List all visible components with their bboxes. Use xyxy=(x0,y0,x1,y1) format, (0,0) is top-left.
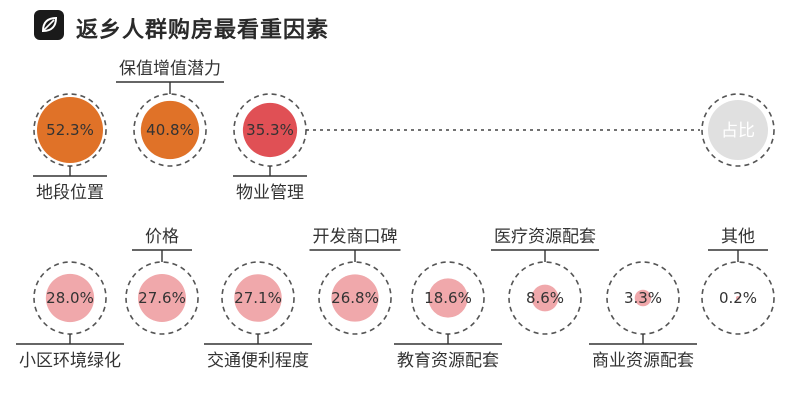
value-label: 26.8% xyxy=(331,289,379,307)
category-label: 商业资源配套 xyxy=(592,351,694,371)
value-label: 52.3% xyxy=(46,121,94,139)
value-label: 40.8% xyxy=(146,121,194,139)
value-label: 0.2% xyxy=(719,289,757,307)
value-label: 27.6% xyxy=(138,289,186,307)
bubble xyxy=(234,274,282,322)
value-label: 3.3% xyxy=(624,289,662,307)
value-label: 35.3% xyxy=(246,121,294,139)
bubble-ring xyxy=(508,261,582,335)
bubble xyxy=(331,274,379,322)
logo-icon xyxy=(34,10,64,40)
bubble xyxy=(735,295,741,301)
category-label: 地段位置 xyxy=(36,183,104,203)
bubble xyxy=(531,284,559,312)
chart-title: 返乡人群购房最看重因素 xyxy=(76,18,330,43)
bubble xyxy=(138,274,186,322)
value-label: 27.1% xyxy=(234,289,282,307)
bubble xyxy=(428,278,468,318)
leaf-icon xyxy=(41,16,58,33)
bubble-ring xyxy=(125,261,199,335)
bubble xyxy=(140,100,200,160)
category-label: 物业管理 xyxy=(236,183,304,203)
category-label: 保值增值潜力 xyxy=(119,59,221,79)
value-label: 8.6% xyxy=(526,289,564,307)
bubble xyxy=(242,102,298,158)
bubble xyxy=(634,289,652,307)
legend-label: 占比 xyxy=(721,121,755,141)
category-label: 小区环境绿化 xyxy=(19,351,121,371)
value-label: 28.0% xyxy=(46,289,94,307)
category-label: 开发商口碑 xyxy=(313,227,398,247)
legend-bubble xyxy=(708,100,768,160)
bubble xyxy=(37,97,103,163)
legend-ring xyxy=(701,93,775,167)
category-label: 其他 xyxy=(721,227,755,247)
bubble-ring xyxy=(133,93,207,167)
category-label: 交通便利程度 xyxy=(207,351,309,371)
category-label: 医疗资源配套 xyxy=(494,227,596,247)
category-label: 价格 xyxy=(145,227,179,247)
bubble-ring xyxy=(318,261,392,335)
category-label: 教育资源配套 xyxy=(397,351,499,371)
value-label: 18.6% xyxy=(424,289,472,307)
bubble xyxy=(45,273,95,323)
bubble-ring xyxy=(701,261,775,335)
